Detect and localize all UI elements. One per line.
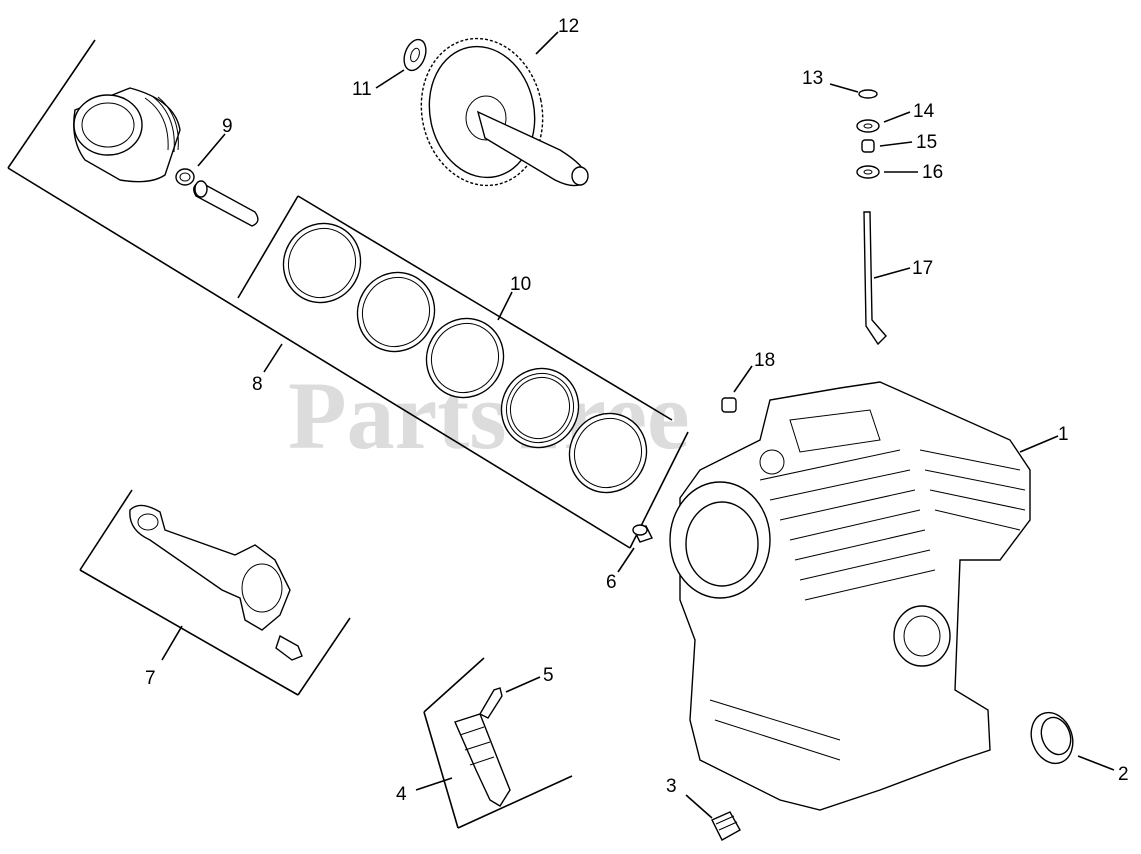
washer-16-icon[interactable] — [856, 165, 880, 179]
callout-5: 5 — [543, 665, 554, 686]
callout-11: 11 — [352, 79, 372, 100]
callout-9: 9 — [222, 116, 233, 137]
callout-10: 10 — [510, 274, 531, 295]
oil-pressure-switch-icon[interactable] — [454, 713, 511, 807]
callout-12: 12 — [558, 16, 579, 37]
drain-plug-icon[interactable] — [711, 811, 741, 841]
bushing-15-icon[interactable] — [861, 139, 875, 153]
camshaft-washer-icon[interactable] — [400, 37, 430, 74]
callout-17: 17 — [912, 258, 933, 279]
piston-icon[interactable] — [73, 87, 181, 183]
washer-13-icon[interactable] — [858, 89, 878, 99]
oil-sensor-group-box — [423, 657, 573, 829]
dowel-18-icon[interactable] — [721, 397, 737, 413]
callout-7: 7 — [145, 668, 156, 689]
piston-pin-clip-icon[interactable] — [175, 168, 195, 186]
callout-6: 6 — [606, 572, 617, 593]
callout-3: 3 — [666, 776, 677, 797]
connecting-rod-icon[interactable] — [129, 504, 291, 631]
dowel-pin-icon[interactable] — [632, 524, 653, 543]
connecting-rod-bolt-icon[interactable] — [275, 634, 303, 661]
piston-rings-icon[interactable] — [269, 209, 661, 506]
callout-2: 2 — [1118, 764, 1129, 785]
oil-seal-icon[interactable] — [1024, 707, 1079, 770]
callout-18: 18 — [754, 350, 775, 371]
callout-16: 16 — [922, 162, 943, 183]
callout-8: 8 — [252, 374, 263, 395]
callout-14: 14 — [913, 101, 935, 122]
callout-13: 13 — [802, 68, 823, 89]
piston-pin-icon[interactable] — [193, 180, 259, 227]
callout-4: 4 — [396, 784, 407, 805]
callout-numbers: 1 2 3 4 5 6 7 8 9 10 11 12 13 14 15 16 1… — [145, 16, 1129, 805]
leader-lines — [161, 31, 1115, 819]
crankcase-icon[interactable] — [669, 381, 1031, 811]
washer-14-icon[interactable] — [856, 119, 880, 133]
terminal-wire-icon[interactable] — [479, 687, 503, 719]
camshaft-gear-icon[interactable] — [408, 27, 589, 197]
callout-15: 15 — [916, 132, 937, 153]
connecting-rod-group-box — [79, 489, 351, 696]
governor-shaft-icon[interactable] — [863, 211, 887, 346]
callout-1: 1 — [1058, 424, 1069, 445]
